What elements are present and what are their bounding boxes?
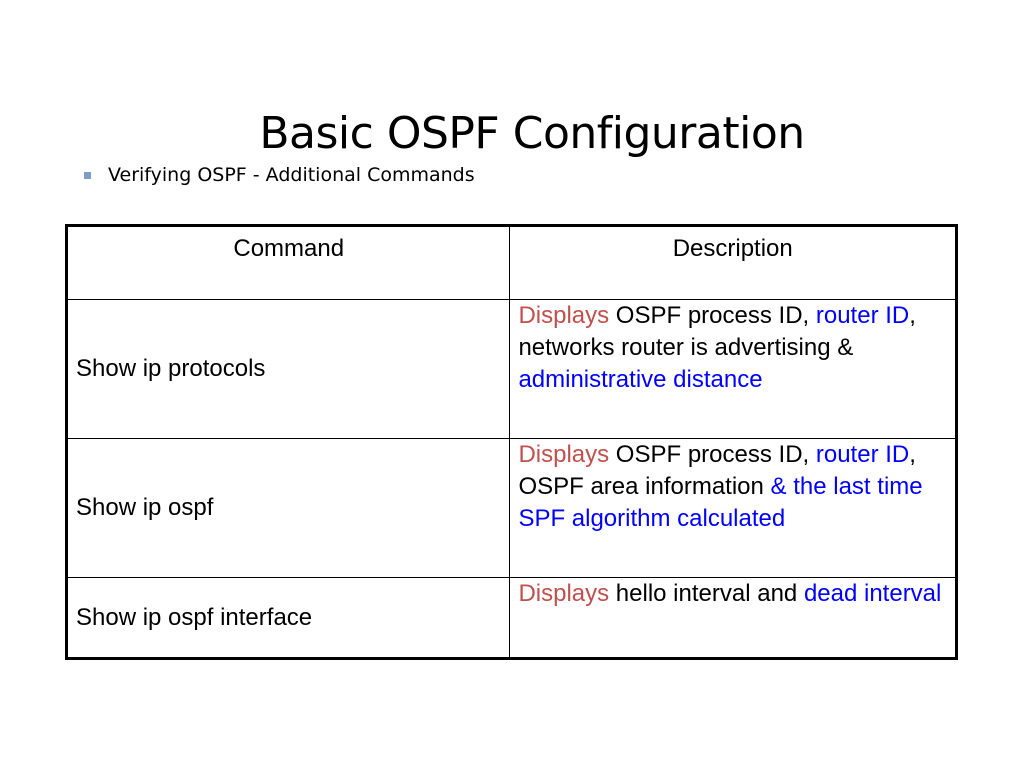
description-segment: OSPF process ID, — [609, 302, 816, 329]
command-table: Command Description Show ip protocols Di… — [65, 224, 958, 660]
square-bullet-icon — [84, 171, 91, 179]
description-segment: , networks router is advertising & — [518, 302, 916, 361]
slide-title: Basic OSPF Configuration — [259, 108, 805, 159]
table-row: Show ip ospf interface Displays hello in… — [65, 577, 957, 659]
description-segment: OSPF process ID, — [609, 441, 816, 468]
description-cell: Displays OSPF process ID, router ID, OSP… — [509, 438, 957, 578]
table-header-row: Command Description — [65, 225, 957, 300]
command-cell: Show ip ospf interface — [65, 577, 511, 659]
description-segment: , OSPF area information — [518, 441, 916, 500]
header-description: Description — [509, 225, 957, 300]
description-segment: router ID — [815, 302, 910, 329]
description-segment: hello interval and — [609, 580, 804, 607]
description-segment: administrative distance — [518, 366, 763, 393]
subtitle-bullet-item: Verifying OSPF - Additional Commands — [84, 160, 475, 190]
header-command: Command — [65, 225, 511, 300]
command-cell: Show ip protocols — [65, 299, 511, 439]
description-segment: Displays — [518, 441, 610, 468]
description-segment: Displays — [518, 580, 610, 607]
description-segment: & the last time SPF algorithm calculated — [518, 473, 923, 532]
subtitle-text: Verifying OSPF - Additional Commands — [108, 164, 475, 186]
description-cell: Displays OSPF process ID, router ID, net… — [509, 299, 957, 439]
description-segment: Displays — [518, 302, 610, 329]
table-row: Show ip ospf Displays OSPF process ID, r… — [65, 438, 957, 578]
description-segment: router ID — [815, 441, 910, 468]
table-row: Show ip protocols Displays OSPF process … — [65, 299, 957, 439]
description-segment: dead interval — [803, 580, 942, 607]
command-cell: Show ip ospf — [65, 438, 511, 578]
description-cell: Displays hello interval and dead interva… — [509, 577, 957, 659]
